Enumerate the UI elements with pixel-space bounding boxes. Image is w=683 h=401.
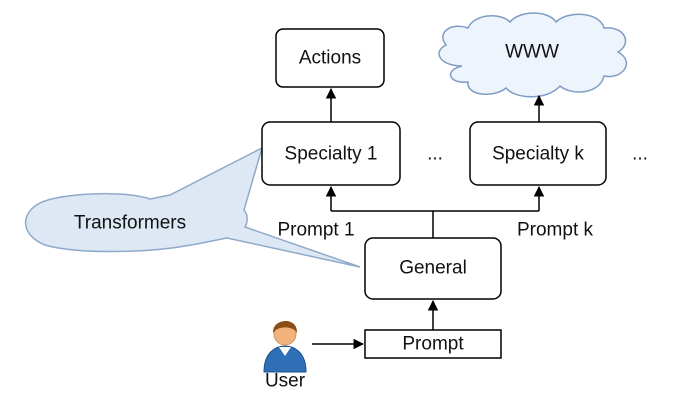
specialty-k-node-box xyxy=(469,121,607,186)
specialty-k-node-label: Specialty k xyxy=(492,143,584,165)
user-icon xyxy=(263,320,307,373)
specialty-1-node-label: Specialty 1 xyxy=(284,143,378,165)
user-label: User xyxy=(264,370,306,392)
www-node-label: WWW xyxy=(505,41,559,63)
general-node-label: General xyxy=(399,257,467,279)
prompt-node-label: Prompt xyxy=(402,333,464,355)
transformers-callout-shape xyxy=(24,146,361,268)
prompt-1-edge-label: Prompt 1 xyxy=(277,219,355,241)
ellipsis-between: ... xyxy=(427,143,443,165)
actions-node-box xyxy=(275,28,385,88)
prompt-k-edge-label: Prompt k xyxy=(516,219,594,241)
transformers-callout-label: Transformers xyxy=(73,212,187,234)
ellipsis-after: ... xyxy=(632,143,648,165)
actions-node-label: Actions xyxy=(298,47,362,69)
www-cloud-shape xyxy=(438,12,627,98)
